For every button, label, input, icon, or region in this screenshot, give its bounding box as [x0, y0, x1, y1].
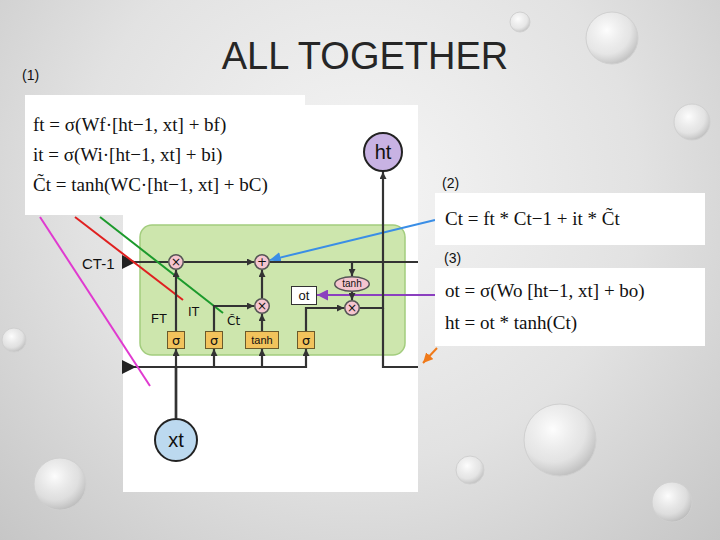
outline-shape	[169, 255, 184, 270]
connector	[176, 349, 306, 418]
signal-label: CT-1	[82, 256, 115, 273]
node-text: ht	[375, 142, 392, 162]
slide-title: ALL TOGETHER	[10, 36, 720, 78]
connector	[176, 349, 262, 418]
pointer-arrow	[423, 348, 437, 363]
hidden-output-wire	[383, 308, 418, 367]
node-text: +	[257, 256, 267, 268]
add-op: +	[254, 254, 270, 270]
outline-shape	[364, 133, 402, 171]
input-circle: xt	[154, 418, 198, 462]
callout-number: (1)	[22, 68, 39, 83]
connector	[261, 270, 263, 298]
signal-label: IT	[187, 305, 201, 319]
outline-shape	[255, 299, 270, 314]
callout-number: (3)	[444, 251, 461, 266]
node-text: C̃t = tanh(WC·[ht−1, xt] + bC)	[33, 174, 268, 196]
node-text: ×	[257, 300, 267, 312]
equation-box: ot = σ(Wo [ht−1, xt] + bo) ht = ot * tanh…	[435, 268, 705, 346]
outline-shape	[155, 419, 197, 461]
connector	[214, 306, 254, 331]
tanh-op: tanh	[334, 276, 370, 292]
multiply-op: ×	[254, 298, 270, 314]
connector	[270, 262, 352, 276]
callout-number: (2)	[442, 176, 459, 191]
node-text: ht = ot * tanh(Ct)	[445, 312, 577, 334]
connector	[317, 294, 435, 296]
connector	[184, 261, 254, 263]
signal-label: FT	[150, 312, 168, 326]
water-droplet	[456, 456, 484, 484]
sigmoid-gate: σ	[167, 331, 185, 349]
water-droplet	[524, 404, 596, 476]
water-droplet	[586, 12, 638, 64]
equation-box: ft = σ(Wf·[ht−1, xt] + bf) it = σ(Wi·[ht−…	[25, 95, 305, 215]
node-text: ot	[299, 289, 310, 302]
connector	[176, 349, 214, 418]
water-droplet	[2, 328, 26, 352]
node-text: σ	[172, 334, 180, 347]
node-text: Ct = ft * Ct−1 + it * C̃t	[445, 208, 620, 230]
water-droplet	[652, 482, 692, 522]
node-text: ×	[347, 302, 357, 314]
leader-line	[75, 217, 183, 300]
outline-shape	[345, 301, 360, 316]
outline-shape	[255, 255, 270, 270]
node-text: σ	[210, 334, 218, 347]
output-gate-label-box: ot	[291, 286, 317, 305]
leader-line	[100, 217, 223, 313]
node-text: xt	[168, 430, 184, 450]
connector	[351, 292, 353, 300]
outline-shape	[335, 277, 370, 292]
node-text: tanh	[342, 279, 361, 289]
multiply-op: ×	[168, 254, 184, 270]
lstm-cell	[140, 225, 405, 355]
node-text: ×	[171, 256, 181, 268]
connector	[261, 314, 263, 331]
signal-label: C̃t	[226, 315, 241, 328]
equation-box: Ct = ft * Ct−1 + it * C̃t	[435, 193, 705, 245]
sigmoid-gate: σ	[205, 331, 223, 349]
sigmoid-gate: σ	[297, 331, 315, 349]
node-text: it = σ(Wi·[ht−1, xt] + bi)	[33, 144, 222, 166]
node-text: ft = σ(Wf·[ht−1, xt] + bf)	[33, 114, 226, 136]
tanh-gate: tanh	[245, 331, 279, 349]
connector	[306, 308, 344, 331]
water-droplet	[34, 458, 86, 510]
node-text: ot = σ(Wo [ht−1, xt] + bo)	[445, 280, 645, 302]
water-droplet	[510, 12, 530, 32]
water-droplet	[674, 104, 710, 140]
output-circle: ht	[363, 132, 403, 172]
node-text: σ	[302, 334, 310, 347]
connector	[270, 220, 435, 260]
node-text: tanh	[251, 335, 272, 346]
multiply-op: ×	[344, 300, 360, 316]
connector	[175, 270, 177, 331]
